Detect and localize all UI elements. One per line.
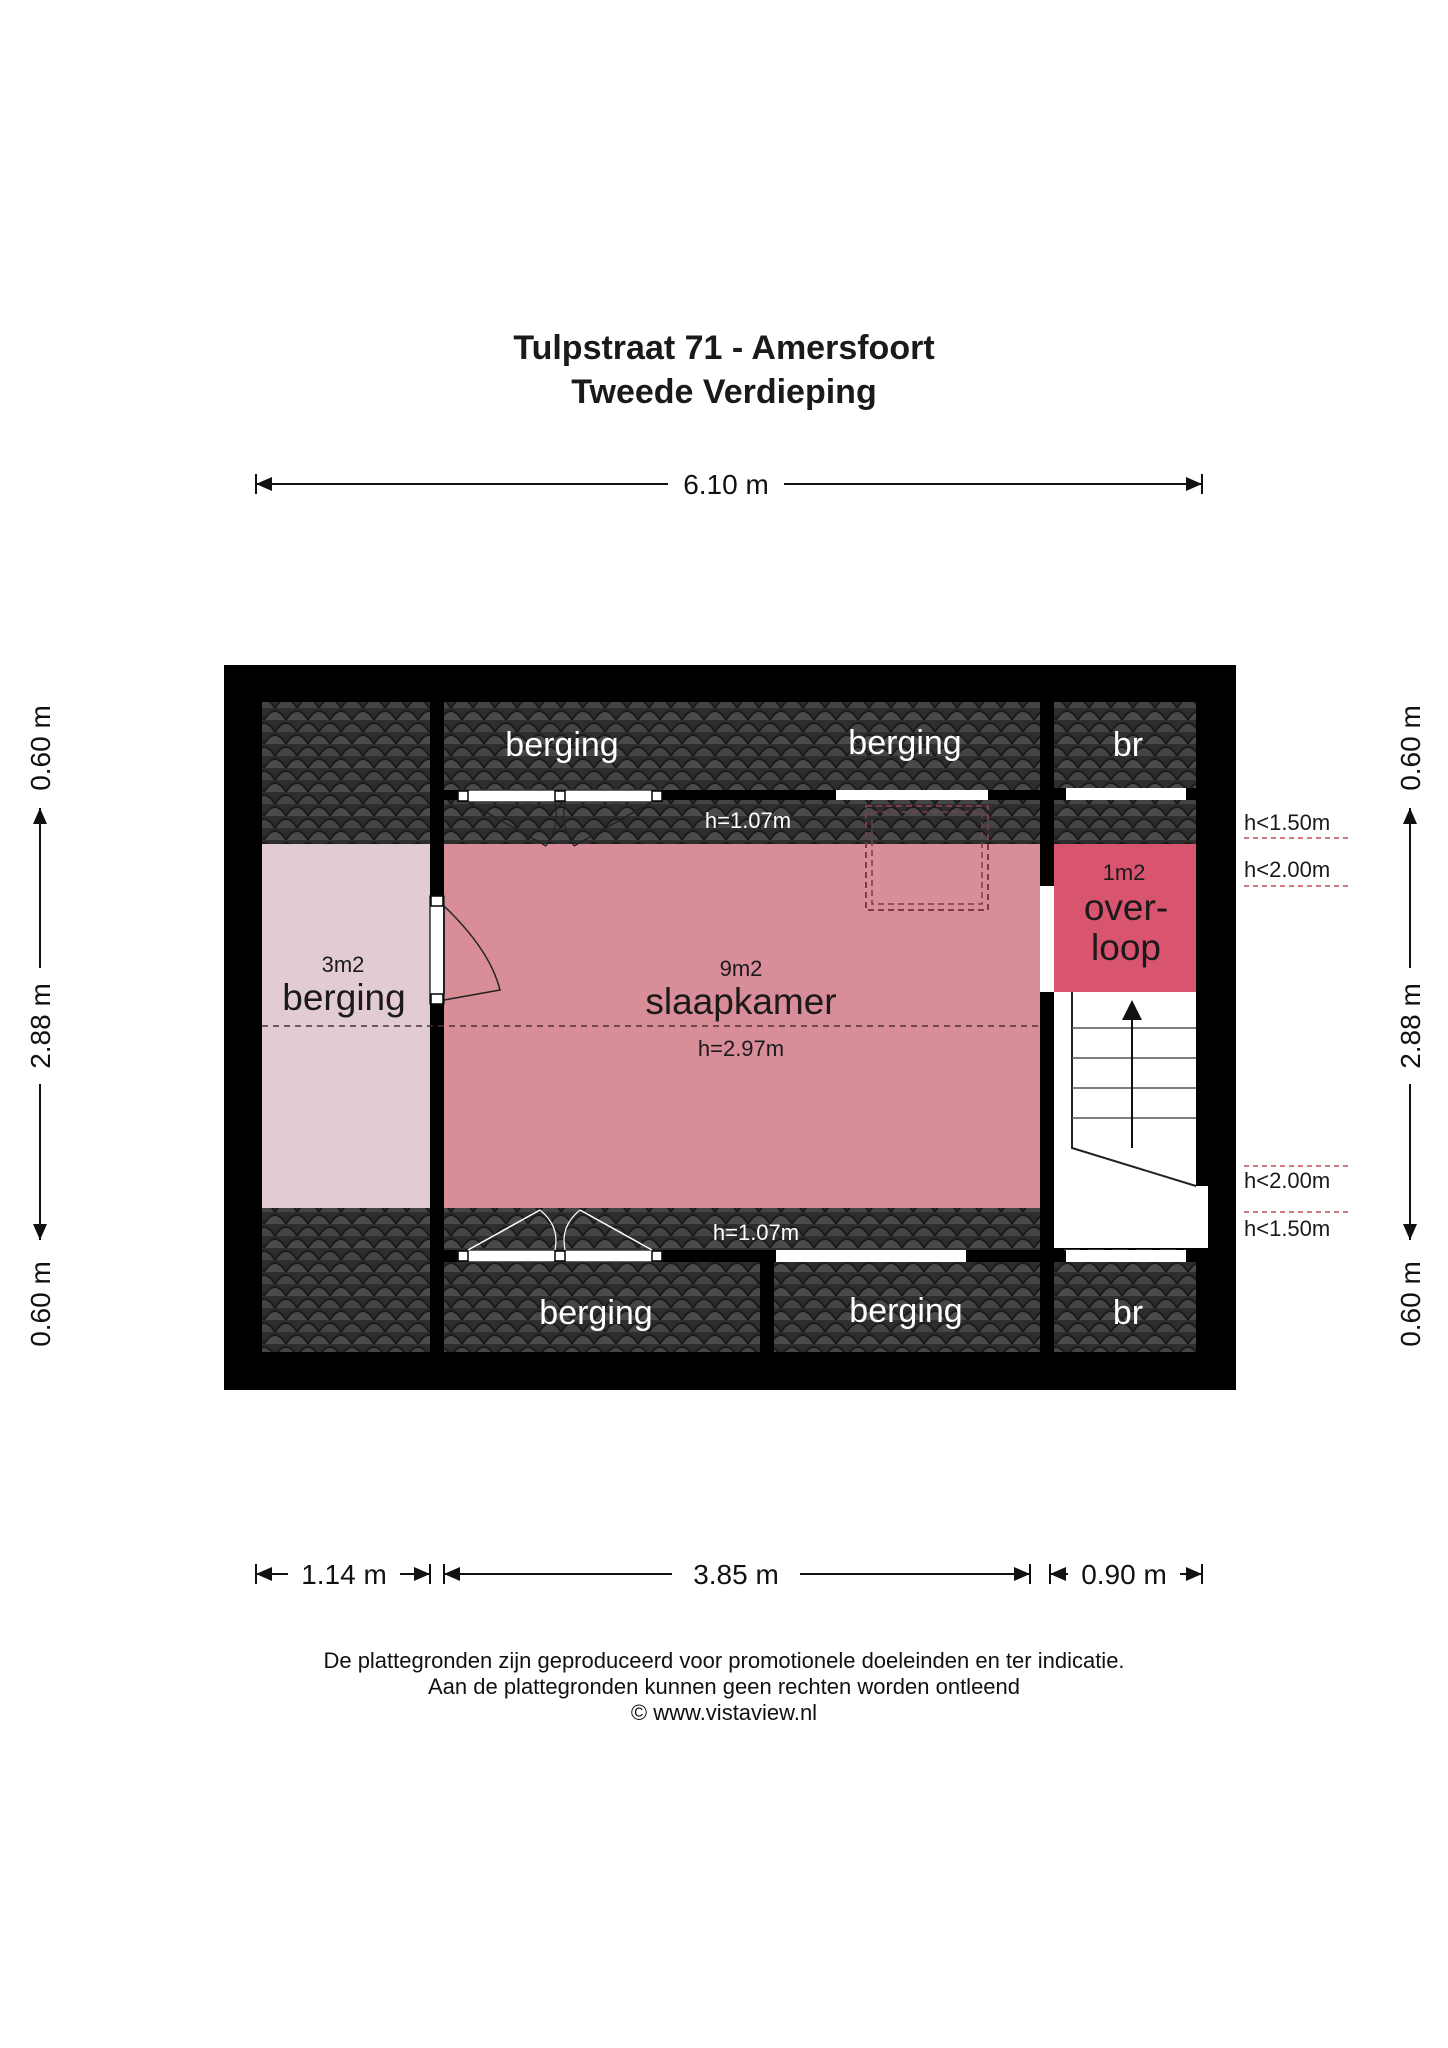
overloop-area: 1m2 [1103,860,1146,885]
slaapkamer-area: 9m2 [720,956,763,981]
overloop-name-line1: over- [1084,887,1168,928]
eave-top-berging-1: berging [505,726,618,764]
door-kneewall-top[interactable] [457,789,663,847]
staircase [1054,992,1208,1251]
roof-tiles-top-middle [444,702,1040,790]
window-bottom-middle [776,1250,966,1262]
slaapkamer-height: h=2.97m [698,1036,784,1061]
dimension-left: 0.60 m 2.88 m 0.60 m [25,705,56,1347]
height-line-1: h<1.50m [1244,810,1330,835]
height-line-3: h<2.00m [1244,1168,1330,1193]
eave-bottom-berging-2: berging [849,1292,962,1330]
footer-disclaimer-1: De plattegronden zijn geproduceerd voor … [323,1648,1124,1673]
eave-bottom-br: br [1113,1294,1143,1332]
berging-west-area: 3m2 [322,952,365,977]
roof-tiles-bottom-left [262,1208,430,1352]
plan-subtitle: Tweede Verdieping [571,373,876,411]
eave-bottom-berging-1: berging [539,1294,652,1332]
roof-tiles-top-middle-low [444,800,1040,844]
dimension-left-middle: 2.88 m [25,983,56,1069]
eave-top-berging-2: berging [848,724,961,762]
eave-top-height: h=1.07m [705,808,791,833]
roof-tiles-bottom-middle-a [444,1208,1040,1250]
dimension-right: 0.60 m 2.88 m 0.60 m [1395,705,1426,1347]
roof-tiles-bottom-middle-b [444,1262,760,1352]
dimension-top-width: 6.10 m [255,469,1203,500]
berging-west-name: berging [282,977,405,1018]
roof-tiles-bottom-middle-c [774,1262,1040,1352]
roof-tiles-top-left [262,702,430,844]
height-annotations: h<1.50m h<2.00m h<2.00m h<1.50m [1244,810,1350,1241]
opening-overloop-west [1040,886,1054,992]
dimension-right-bottom: 0.60 m [1395,1261,1426,1347]
height-line-4: h<1.50m [1244,1216,1330,1241]
dimension-left-top: 0.60 m [25,705,56,791]
dimension-bottom-left: 1.14 m [301,1559,387,1590]
dimension-right-top: 0.60 m [1395,705,1426,791]
dimension-bottom-right: 0.90 m [1081,1559,1167,1590]
door-berging-west[interactable] [429,895,501,1005]
room-slaapkamer [444,844,1040,1208]
overloop-name-line2: loop [1091,927,1161,968]
window-top-middle [836,790,988,800]
roof-tiles-bottom-right [1054,1262,1196,1352]
footer-disclaimer-2: Aan de plattegronden kunnen geen rechten… [428,1674,1020,1699]
window-bottom-right [1066,1250,1186,1262]
roof-tiles-top-right-low [1054,800,1196,844]
height-line-2: h<2.00m [1244,857,1330,882]
dimension-top-label: 6.10 m [683,469,769,500]
footer-copyright: © www.vistaview.nl [631,1700,817,1725]
door-kneewall-bottom[interactable] [457,1209,663,1263]
window-top-right [1066,788,1186,800]
slaapkamer-name: slaapkamer [645,981,836,1022]
dimension-right-middle: 2.88 m [1395,983,1426,1069]
plan-title: Tulpstraat 71 - Amersfoort [513,329,934,367]
eave-top-br: br [1113,726,1143,764]
room-overloop [1054,844,1196,992]
skylight-outline [865,805,989,911]
dimension-bottom-middle: 3.85 m [693,1559,779,1590]
eave-bottom-height: h=1.07m [713,1220,799,1245]
dimension-left-bottom: 0.60 m [25,1261,56,1347]
dimension-bottom: 1.14 m 3.85 m 0.90 m [255,1559,1203,1590]
roof-tiles-top-right [1054,702,1196,788]
